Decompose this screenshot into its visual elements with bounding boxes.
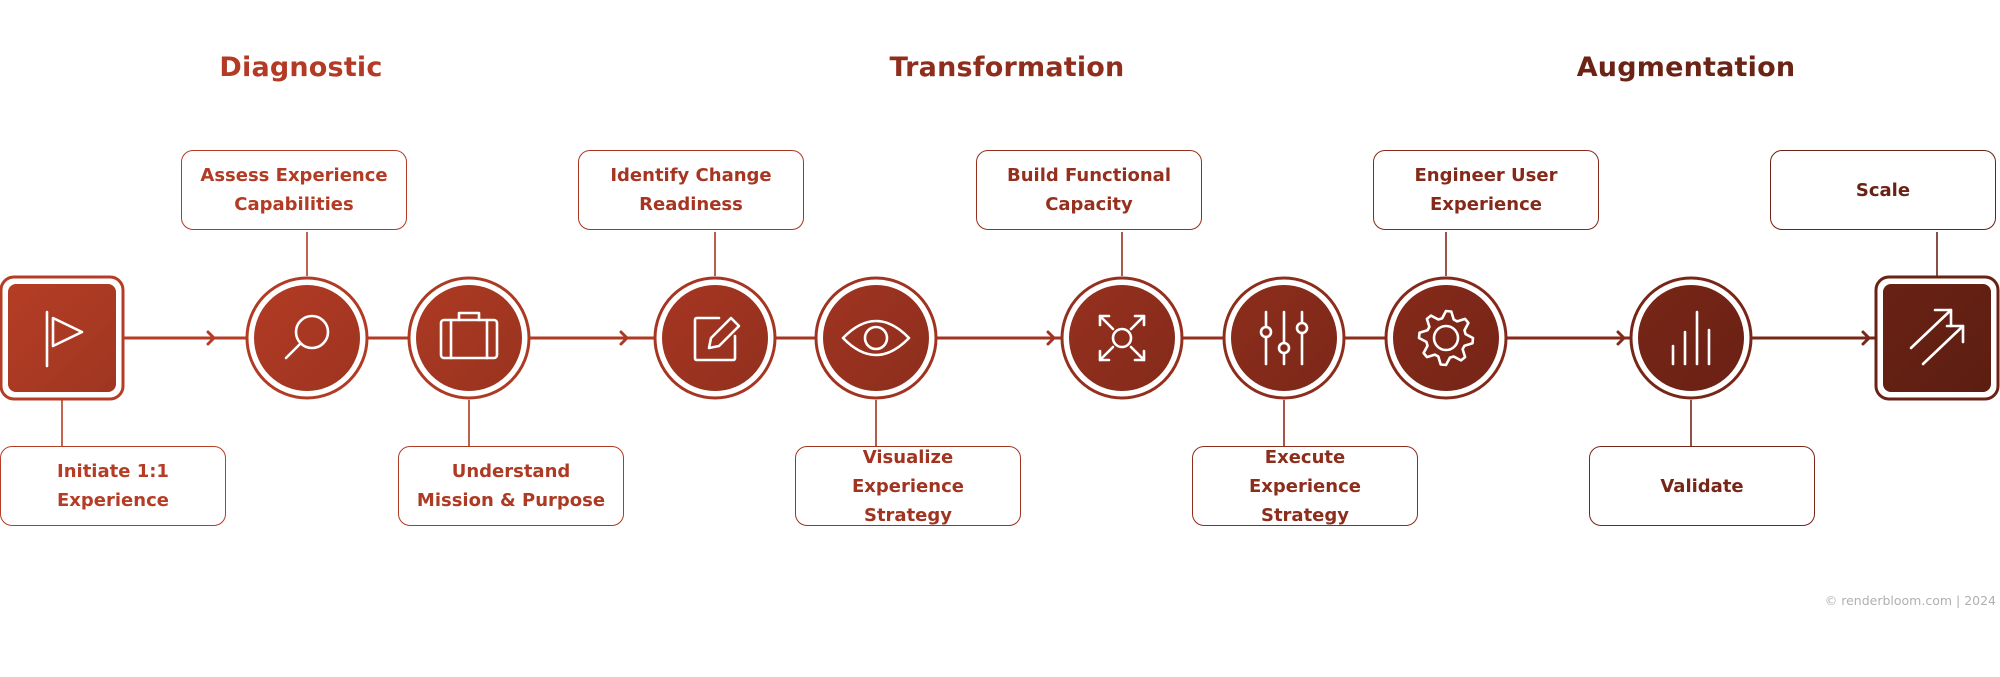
step-node-5 [814,276,938,446]
step-label-box: Initiate 1:1 Experience [0,446,226,526]
scan-icon [1098,314,1146,362]
step-node-3 [407,276,531,446]
step-label-box: Assess Experience Capabilities [181,150,407,230]
step-label-box: Identify Change Readiness [578,150,804,230]
step-node-4 [653,232,777,400]
phase-heading-diagnostic: Diagnostic [219,52,383,83]
copyright-footer: © renderbloom.com | 2024 [1824,593,1996,608]
step-node-8 [1384,232,1508,400]
step-node-6 [1060,232,1184,400]
arrow-chevron-icon [1616,330,1626,346]
eye-icon [841,319,911,357]
sliders-icon [1259,310,1309,366]
step-label-box: Understand Mission & Purpose [398,446,624,526]
step-node-7 [1222,276,1346,446]
step-node-1 [0,275,125,446]
arrow-chevron-icon [1861,330,1871,346]
phase-heading-augmentation: Augmentation [1576,52,1796,83]
growth-arrows-icon [1909,308,1965,366]
step-label-box: Engineer User Experience [1373,150,1599,230]
arrow-chevron-icon [1046,330,1056,346]
phase-heading-transformation: Transformation [889,52,1125,83]
bar-chart-icon [1671,310,1711,366]
step-label-box: Execute Experience Strategy [1192,446,1418,526]
arrow-chevron-icon [619,330,629,346]
arrow-chevron-icon [206,330,216,346]
flag-icon [45,310,84,368]
step-node-10 [1874,232,2000,401]
step-label-box: Build Functional Capacity [976,150,1202,230]
step-node-9 [1629,276,1753,446]
step-label-box: Visualize Experience Strategy [795,446,1021,526]
briefcase-icon [439,311,499,360]
edit-icon [693,316,741,362]
gear-icon [1417,309,1475,367]
step-node-2 [245,232,369,400]
search-icon [284,314,330,360]
step-label-box: Validate [1589,446,1815,526]
step-label-box: Scale [1770,150,1996,230]
